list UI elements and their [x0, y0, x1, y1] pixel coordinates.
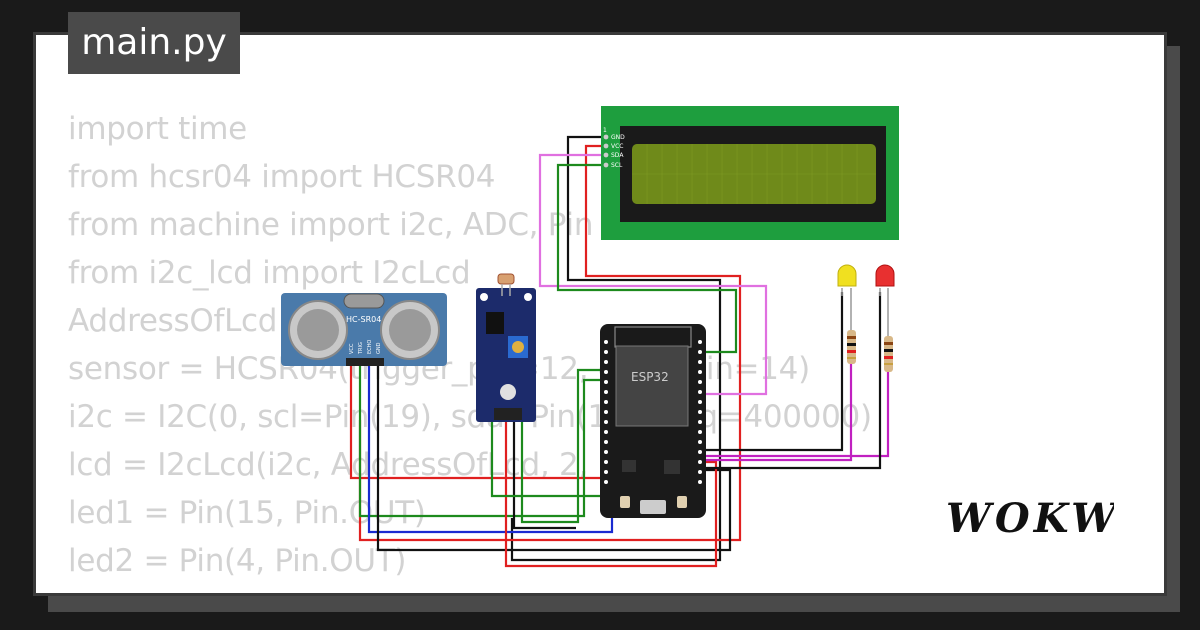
wire-ldr-do: [520, 368, 606, 524]
code-line: while True:: [68, 585, 872, 593]
wire-lcd-sda: [538, 153, 768, 396]
ultrasonic-header: [346, 358, 384, 366]
wire-sensor-trig: [358, 356, 606, 518]
resistor-1[interactable]: [847, 330, 856, 364]
ultrasonic-sensor[interactable]: HC-SR04 VCC TRIG ECHO GND: [281, 293, 447, 366]
ultrasonic-pin-label: TRIG: [358, 342, 364, 355]
lcd-display[interactable]: 1 GND VCC SDA SCL: [601, 106, 899, 240]
en-button[interactable]: [677, 496, 687, 508]
lcd-pin[interactable]: [603, 152, 609, 158]
boot-button[interactable]: [620, 496, 630, 508]
wire-sensor-gnd: [376, 356, 732, 552]
wire-led2: [706, 372, 890, 458]
usb-chip: [664, 460, 680, 474]
antenna: [614, 326, 692, 348]
lcd-char-grid: [632, 144, 876, 204]
ultrasonic-pin-label: VCC: [349, 343, 355, 354]
file-tab-main-py[interactable]: main.py: [68, 12, 240, 74]
wire-led2-gnd: [706, 292, 882, 470]
ldr-header: [494, 408, 522, 420]
wire-ldr-ao: [490, 412, 606, 498]
esp32-module: [615, 345, 689, 427]
lcd-pin-label: VCC: [611, 143, 623, 150]
code-line: from machine import i2c, ADC, Pin: [68, 207, 594, 243]
wire-sensor-vcc: [349, 356, 706, 480]
photoresistor: [497, 273, 515, 285]
code-line: from i2c_lcd import I2cLcd: [68, 255, 471, 291]
wokwi-logo-mark: WOKWI: [946, 495, 1139, 542]
wire-ldr-vcc: [504, 420, 718, 568]
esp32-board[interactable]: ESP32: [600, 324, 706, 518]
ultrasonic-label: HC-SR04: [346, 315, 381, 324]
lcd-pin-label: GND: [611, 134, 625, 141]
ldr-module[interactable]: [476, 273, 536, 422]
code-line: from hcsr04 import HCSR04: [68, 159, 496, 195]
led-yellow[interactable]: [837, 264, 857, 330]
wire-lcd-scl: [556, 163, 738, 354]
code-line: import time: [68, 111, 247, 147]
wire-led1: [706, 362, 853, 462]
ultrasonic-pin-label: ECHO: [367, 340, 373, 354]
esp32-label: ESP32: [631, 370, 669, 384]
esp32-pins: [604, 340, 702, 484]
wokwi-logo-text: WOKWI: [946, 495, 1114, 540]
code-line: led2 = Pin(4, Pin.OUT): [68, 543, 407, 579]
lcd-pin-label: SDA: [611, 152, 624, 159]
lcd-pin1-label: 1: [603, 127, 607, 134]
lcd-pin[interactable]: [603, 162, 609, 168]
lcd-pin-label: SCL: [611, 162, 623, 169]
regulator: [622, 460, 636, 472]
wire-led1-gnd: [706, 292, 844, 452]
crystal: [343, 293, 385, 309]
lcd-pin[interactable]: [603, 134, 609, 140]
mesh-right: [389, 309, 431, 351]
usb-port: [640, 500, 666, 514]
wire-ldr-gnd: [512, 420, 576, 530]
wire-lcd-gnd: [510, 135, 722, 562]
wokwi-logo: WOKWI: [942, 494, 1139, 542]
potentiometer-knob[interactable]: [512, 341, 524, 353]
lcd-pin[interactable]: [603, 143, 609, 149]
mesh-left: [297, 309, 339, 351]
indicator: [500, 384, 516, 400]
wire-lcd-vcc: [358, 144, 742, 542]
resistor-2[interactable]: [884, 336, 893, 372]
led-red[interactable]: [875, 264, 895, 336]
ldr-chip: [486, 312, 504, 334]
ultrasonic-pin-label: GND: [376, 342, 382, 354]
